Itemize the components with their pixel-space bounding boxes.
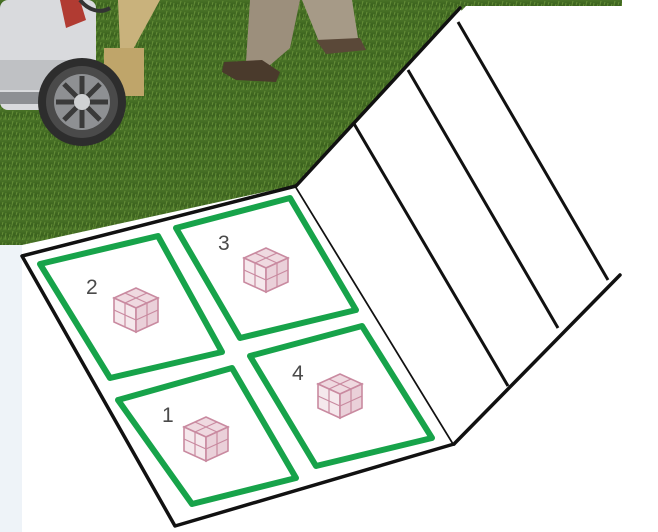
page-margin xyxy=(0,245,22,532)
box-number-label: 1 xyxy=(162,404,174,427)
buried-cube-icon xyxy=(318,374,362,418)
buried-cube-icon xyxy=(114,288,158,332)
box-number-label: 2 xyxy=(86,276,98,299)
buried-cube-icon xyxy=(184,417,228,461)
box-number-label: 3 xyxy=(218,232,230,255)
box-number-label: 4 xyxy=(292,362,304,385)
buried-cube-icon xyxy=(244,248,288,292)
